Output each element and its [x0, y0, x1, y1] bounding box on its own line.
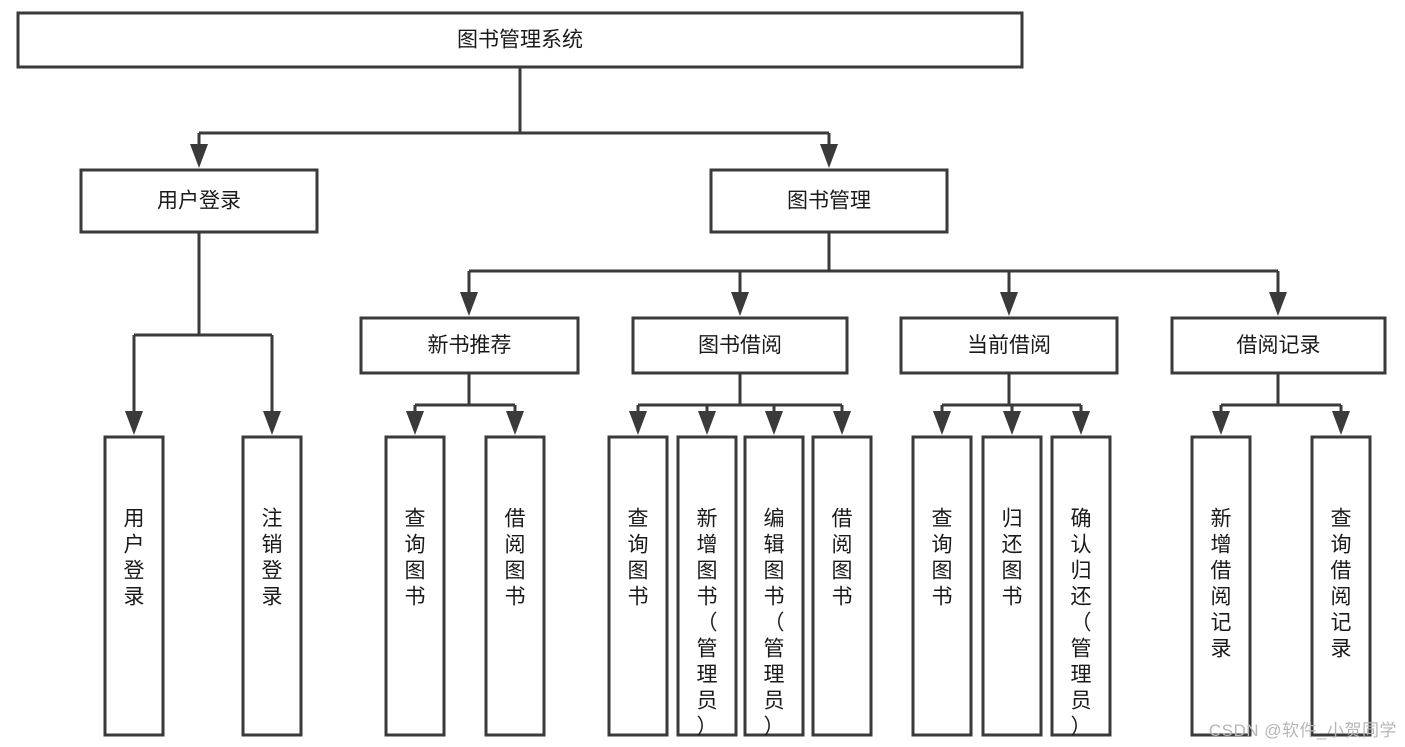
- arrow-head-icon: [629, 411, 647, 435]
- csdn-watermark: CSDN @软件_小贺同学: [1208, 721, 1397, 740]
- arrow-head-icon: [765, 411, 783, 435]
- node-leaf-bb-add-box[interactable]: [676, 435, 738, 737]
- node-leaf-cb-return-label: 归还图书: [1002, 508, 1023, 609]
- node-user-login[interactable]: 用户登录: [79, 168, 319, 234]
- node-leaf-rec-query-label: 查询图书: [405, 508, 426, 609]
- node-current-borrow[interactable]: 当前借阅: [899, 316, 1119, 375]
- node-leaf-cb-return-box[interactable]: [981, 435, 1043, 737]
- arrow-head-icon: [1332, 411, 1350, 435]
- arrow-head-icon: [406, 411, 424, 435]
- node-leaf-cb-return[interactable]: 归还图书: [981, 435, 1043, 737]
- node-user-login-label: 用户登录: [157, 190, 241, 213]
- arrow-head-icon: [1072, 411, 1090, 435]
- node-leaf-bb-query-box[interactable]: [607, 435, 669, 737]
- nodes-layer: 图书管理系统用户登录图书管理新书推荐图书借阅当前借阅借阅记录用户登录注销登录查询…: [16, 11, 1387, 739]
- node-leaf-rec-query-box[interactable]: [384, 435, 446, 737]
- node-book-borrow-box[interactable]: [631, 316, 849, 375]
- arrow-head-icon: [1000, 292, 1018, 316]
- node-leaf-br-query-label: 查询借阅记录: [1331, 508, 1352, 661]
- arrow-head-icon: [125, 411, 143, 435]
- node-root-system-label: 图书管理系统: [457, 29, 583, 52]
- node-book-borrow[interactable]: 图书借阅: [631, 316, 849, 375]
- arrow-head-icon: [820, 144, 838, 168]
- node-leaf-cb-confirm-box[interactable]: [1050, 435, 1112, 737]
- node-leaf-rec-borrow[interactable]: 借阅图书: [484, 435, 546, 737]
- node-leaf-bb-add-label: 新增图书（管理员）: [697, 508, 718, 739]
- node-leaf-bb-borrow-label: 借阅图书: [832, 508, 853, 609]
- node-leaf-bb-edit[interactable]: 编辑图书（管理员）: [743, 435, 805, 739]
- arrow-head-icon: [1269, 292, 1287, 316]
- node-leaf-cb-query-label: 查询图书: [932, 508, 953, 609]
- node-leaf-user-login-label: 用户登录: [124, 508, 145, 609]
- node-root-system-box[interactable]: [16, 11, 1024, 69]
- node-leaf-bb-query[interactable]: 查询图书: [607, 435, 669, 737]
- node-user-login-box[interactable]: [79, 168, 319, 234]
- node-leaf-rec-borrow-box[interactable]: [484, 435, 546, 737]
- node-leaf-br-query[interactable]: 查询借阅记录: [1310, 435, 1372, 737]
- node-current-borrow-box[interactable]: [899, 316, 1119, 375]
- node-leaf-br-query-box[interactable]: [1310, 435, 1372, 737]
- node-leaf-rec-query[interactable]: 查询图书: [384, 435, 446, 737]
- node-leaf-rec-borrow-label: 借阅图书: [505, 508, 526, 609]
- node-leaf-logout[interactable]: 注销登录: [241, 435, 303, 737]
- arrow-head-icon: [1003, 411, 1021, 435]
- node-current-borrow-label: 当前借阅: [967, 334, 1051, 357]
- node-leaf-logout-label: 注销登录: [262, 508, 283, 609]
- node-leaf-br-add-label: 新增借阅记录: [1211, 508, 1232, 661]
- node-book-manage-label: 图书管理: [787, 190, 871, 213]
- node-leaf-cb-query[interactable]: 查询图书: [911, 435, 973, 737]
- node-book-manage-box[interactable]: [709, 168, 949, 234]
- node-new-book-rec-label: 新书推荐: [428, 334, 512, 357]
- node-leaf-br-add-box[interactable]: [1190, 435, 1252, 737]
- node-leaf-cb-query-box[interactable]: [911, 435, 973, 737]
- node-book-borrow-label: 图书借阅: [698, 334, 782, 357]
- node-leaf-bb-borrow-box[interactable]: [811, 435, 873, 737]
- node-leaf-cb-confirm-label: 确认归还（管理员）: [1071, 508, 1092, 739]
- arrow-head-icon: [933, 411, 951, 435]
- arrow-head-icon: [190, 144, 208, 168]
- node-new-book-rec[interactable]: 新书推荐: [359, 316, 580, 375]
- arrow-head-icon: [698, 411, 716, 435]
- arrow-head-icon: [506, 411, 524, 435]
- node-book-manage[interactable]: 图书管理: [709, 168, 949, 234]
- node-leaf-logout-box[interactable]: [241, 435, 303, 737]
- arrow-head-icon: [263, 411, 281, 435]
- node-new-book-rec-box[interactable]: [359, 316, 580, 375]
- node-leaf-br-add[interactable]: 新增借阅记录: [1190, 435, 1252, 737]
- node-borrow-record-box[interactable]: [1170, 316, 1387, 375]
- node-leaf-bb-query-label: 查询图书: [628, 508, 649, 609]
- arrow-head-icon: [460, 292, 478, 316]
- node-leaf-cb-confirm[interactable]: 确认归还（管理员）: [1050, 435, 1112, 739]
- node-leaf-bb-add[interactable]: 新增图书（管理员）: [676, 435, 738, 739]
- node-borrow-record-label: 借阅记录: [1237, 334, 1321, 357]
- node-leaf-bb-borrow[interactable]: 借阅图书: [811, 435, 873, 737]
- node-leaf-user-login[interactable]: 用户登录: [103, 435, 165, 737]
- node-leaf-bb-edit-label: 编辑图书（管理员）: [764, 508, 785, 739]
- arrow-head-icon: [731, 292, 749, 316]
- arrow-head-icon: [833, 411, 851, 435]
- node-leaf-user-login-box[interactable]: [103, 435, 165, 737]
- node-borrow-record[interactable]: 借阅记录: [1170, 316, 1387, 375]
- arrow-head-icon: [1212, 411, 1230, 435]
- connectors-layer: [125, 67, 1350, 435]
- node-leaf-bb-edit-box[interactable]: [743, 435, 805, 737]
- node-root-system[interactable]: 图书管理系统: [16, 11, 1024, 69]
